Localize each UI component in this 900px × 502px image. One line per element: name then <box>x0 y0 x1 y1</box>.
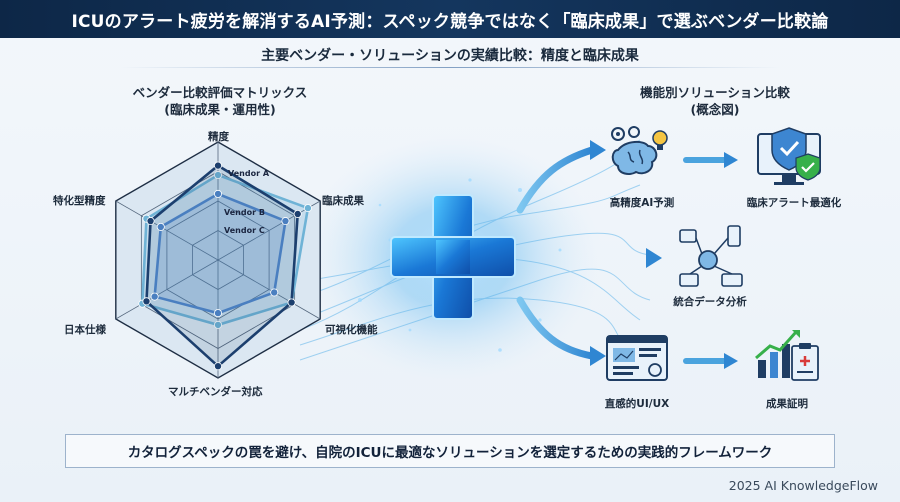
monitor-shield-icon <box>757 127 821 185</box>
axis-label-specialized-accuracy: 特化型精度 <box>53 195 106 207</box>
axis-label-accuracy: 精度 <box>208 131 229 143</box>
bottom-message-box: カタログスペックの罠を避け、自院のICUに最適なソリューションを選定するための実… <box>65 434 835 468</box>
medical-plus-icon <box>390 194 516 320</box>
radar-title: ベンダー比較評価マトリックス (臨床成果・運用性) <box>90 84 350 118</box>
radar-point-vendor-b-2 <box>293 209 302 218</box>
node-label-ai-prediction: 高精度AI予測 <box>609 197 675 209</box>
subtitle-divider <box>120 67 780 68</box>
node-label-intuitive-ui: 直感的UI/UX <box>604 398 670 410</box>
axis-label-multivendor: マルチベンダー対応 <box>168 386 263 398</box>
axis-label-clinical-outcome: 臨床成果 <box>322 195 364 207</box>
radar-point-vendor-c-6 <box>156 222 165 231</box>
solutions-title-line2: (概念図) <box>690 102 740 117</box>
footer-credit: 2025 AI KnowledgeFlow <box>728 478 878 493</box>
vendor-label-c: Vendor C <box>224 226 265 235</box>
axis-label-visualization: 可視化機能 <box>325 324 378 336</box>
radar-point-vendor-c-3 <box>270 288 279 297</box>
radar-point-vendor-c-1 <box>213 189 222 198</box>
radar-point-vendor-c-4 <box>213 309 222 318</box>
solutions-title-line1: 機能別ソリューション比較 <box>640 85 790 100</box>
radar-spoke-2 <box>217 200 321 261</box>
axis-label-japan-spec: 日本仕様 <box>64 324 106 336</box>
title-bar: ICUのアラート疲労を解消するAI予測：スペック競争ではなく「臨床成果」で選ぶベ… <box>0 0 900 38</box>
radar-point-vendor-b-1 <box>213 161 222 170</box>
bottom-message: カタログスペックの罠を避け、自院のICUに最適なソリューションを選定するための実… <box>127 445 773 461</box>
radar-point-vendor-b-6 <box>146 217 155 226</box>
radar-point-vendor-b-4 <box>213 362 222 371</box>
solutions-title: 機能別ソリューション比較 (概念図) <box>600 84 830 118</box>
page-subtitle: 主要ベンダー・ソリューションの実績比較：精度と臨床成果 <box>261 48 639 64</box>
node-label-alert-optimization: 臨床アラート最適化 <box>746 197 842 209</box>
radar-point-vendor-a-2 <box>303 204 312 213</box>
radar-point-vendor-b-5 <box>142 297 151 306</box>
flow-arrows <box>516 140 738 369</box>
radar-spoke-3 <box>217 259 321 320</box>
ui-window-icon <box>606 335 668 381</box>
brain-gear-icon <box>611 126 668 175</box>
radar-point-vendor-a-1 <box>213 171 222 180</box>
radar-point-vendor-a-4 <box>213 320 222 329</box>
chart-clipboard-icon <box>755 330 819 381</box>
radar-point-vendor-b-3 <box>287 298 296 307</box>
vendor-label-b: Vendor B <box>224 208 265 217</box>
node-label-data-analysis: 統合データ分析 <box>673 296 747 308</box>
radar-point-vendor-c-5 <box>150 292 159 301</box>
vendor-label-a: Vendor A <box>228 169 270 178</box>
network-devices-icon <box>679 225 743 287</box>
radar-title-line2: (臨床成果・運用性) <box>164 102 276 117</box>
page-title: ICUのアラート疲労を解消するAI予測：スペック競争ではなく「臨床成果」で選ぶベ… <box>71 11 829 32</box>
node-label-outcome-proof: 成果証明 <box>766 398 808 410</box>
radar-point-vendor-c-2 <box>281 217 290 226</box>
radar-spoke-5 <box>115 259 219 320</box>
radar-spoke-6 <box>115 200 219 261</box>
radar-title-line1: ベンダー比較評価マトリックス <box>132 85 308 100</box>
radar-chart <box>115 141 321 379</box>
